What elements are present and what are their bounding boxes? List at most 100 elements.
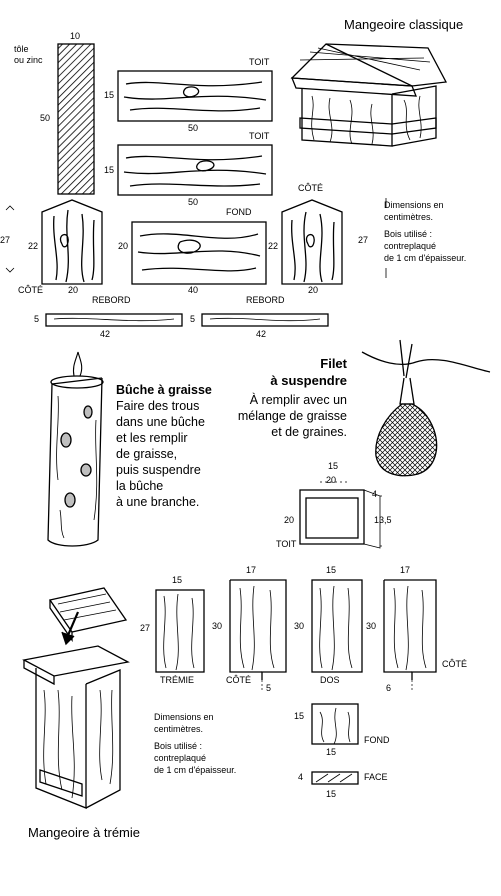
note-line: de 1 cm d'épaisseur. (154, 764, 237, 775)
dos-panel (311, 579, 363, 673)
dim-hopper-fond-width: 15 (326, 747, 337, 757)
dim-tremie-height: 27 (140, 623, 151, 633)
small-toit-frame (299, 481, 384, 549)
dos-label: DOS (320, 675, 340, 685)
tole-sheet (57, 43, 95, 195)
net-title-line: à suspendre (270, 372, 347, 388)
log-line: la bûche (116, 479, 164, 493)
tremie-panel (155, 589, 205, 673)
dim-dos-width: 15 (326, 565, 337, 575)
tole-label-line: ou zinc (14, 55, 43, 66)
tremie-label: TRÉMIE (160, 675, 195, 685)
dim-hopper-side-right-low: 6 (386, 683, 392, 693)
dim-side-right-width: 20 (308, 285, 319, 295)
hopper-feeder-drawing (22, 587, 130, 809)
toit-label-1: TOIT (249, 57, 270, 67)
dim-side-right-total: 27 (358, 235, 369, 245)
hopper-feeder-title: Mangeoire à trémie (28, 825, 140, 840)
dim-tole-height: 50 (40, 113, 51, 123)
log-line: à une branche. (116, 495, 200, 509)
dim-face-height: 4 (298, 772, 304, 782)
dim-small-toit-width: 20 (326, 475, 337, 485)
roof-plank-1 (117, 70, 273, 122)
net-feeder-text: À remplir avec un mélange de graisse et … (238, 392, 347, 440)
dim-fond-width: 40 (188, 285, 199, 295)
dim-rebord-right-height: 5 (190, 314, 196, 324)
log-feeder-drawing (47, 351, 104, 547)
hopper-side-panel (229, 579, 287, 680)
fond-panel (131, 221, 267, 285)
tole-label: tôle ou zinc (14, 44, 43, 67)
net-line: mélange de graisse (237, 409, 347, 423)
dim-tole-width: 10 (70, 31, 81, 41)
dim-total-height: 27 (0, 235, 11, 245)
note-line: Dimensions en (154, 712, 214, 722)
log-feeder-text: Bûche à graisse Faire des trous dans une… (116, 382, 212, 510)
dim-side-right-height: 22 (268, 241, 279, 251)
classic-feeder-drawing (290, 43, 448, 147)
net-line: À remplir avec un (249, 393, 347, 407)
dim-hopper-side-low: 5 (266, 683, 272, 693)
side-panel-right (281, 199, 343, 285)
dim-hopper-side-width: 17 (246, 565, 257, 575)
cote-label-right: CÔTÉ (298, 183, 324, 193)
rebord-label-left: REBORD (92, 295, 131, 305)
dim-roof1-height: 15 (104, 90, 115, 100)
net-line: et de graines. (271, 425, 347, 439)
dim-roof2-height: 15 (104, 165, 115, 175)
rebord-plank-left (45, 313, 183, 327)
note-line: centimètres. (384, 211, 434, 222)
hopper-side-label: CÔTÉ (226, 675, 252, 685)
dim-tremie-width: 15 (172, 575, 183, 585)
net-feeder-drawing (361, 339, 491, 477)
log-title: Bûche à graisse (116, 383, 212, 397)
log-line: et les remplir (116, 431, 188, 445)
rebord-label-right: REBORD (246, 295, 285, 305)
dim-rebord-right-width: 42 (256, 329, 267, 339)
dim-roof1-width: 50 (188, 123, 199, 133)
net-title-line: Filet (320, 356, 347, 371)
dim-small-toit-height: 20 (284, 515, 295, 525)
net-feeder-title: Filet à suspendre (270, 356, 347, 389)
note-line: centimètres. (154, 723, 204, 734)
dim-dos-height: 30 (294, 621, 305, 631)
dim-fond-height: 20 (118, 241, 129, 251)
classic-notes: Dimensions en centimètres. Bois utilisé … (384, 200, 466, 264)
log-line: dans une bûche (116, 415, 205, 429)
dim-hopper-side-right-width: 17 (400, 565, 411, 575)
small-toit-label: TOIT (276, 539, 297, 549)
side-panel-left (41, 199, 103, 285)
log-line: de graisse, (116, 447, 178, 461)
cote-label-left: CÔTÉ (18, 285, 44, 295)
roof-plank-2 (117, 144, 273, 196)
dim-rebord-left-width: 42 (100, 329, 111, 339)
hopper-side-panel-right (383, 579, 437, 680)
classic-feeder-title: Mangeoire classique (344, 17, 464, 32)
hopper-fond-panel (311, 703, 359, 745)
dim-face-width: 15 (326, 789, 337, 799)
hopper-side-right-label: CÔTÉ (442, 659, 468, 669)
dim-roof2-width: 50 (188, 197, 199, 207)
dim-small-toit-thick: 4 (372, 489, 378, 499)
dim-hopper-fond-height: 15 (294, 711, 305, 721)
toit-label-2: TOIT (249, 131, 270, 141)
dim-small-toit-side: 13,5 (374, 515, 392, 525)
dim-side-left-height: 22 (28, 241, 39, 251)
fond-label: FOND (226, 207, 252, 217)
note-line: contreplaqué (154, 753, 207, 764)
dim-small-toit-top: 15 (328, 461, 339, 471)
dim-hopper-side-right-height: 30 (366, 621, 377, 631)
hopper-notes: Dimensions en centimètres. Bois utilisé … (154, 712, 236, 776)
note-line: contreplaqué (384, 241, 437, 252)
dim-side-left-width: 20 (68, 285, 79, 295)
note-line: Bois utilisé : (384, 229, 433, 240)
log-line: Faire des trous (116, 399, 200, 413)
note-line: de 1 cm d'épaisseur. (384, 252, 467, 263)
dim-hopper-side-height: 30 (212, 621, 223, 631)
dim-rebord-left-height: 5 (34, 314, 40, 324)
hopper-face-panel (311, 771, 359, 785)
note-line: Bois utilisé : (154, 741, 203, 752)
face-label: FACE (364, 772, 388, 782)
log-line: puis suspendre (116, 463, 201, 477)
rebord-plank-right (201, 313, 329, 327)
